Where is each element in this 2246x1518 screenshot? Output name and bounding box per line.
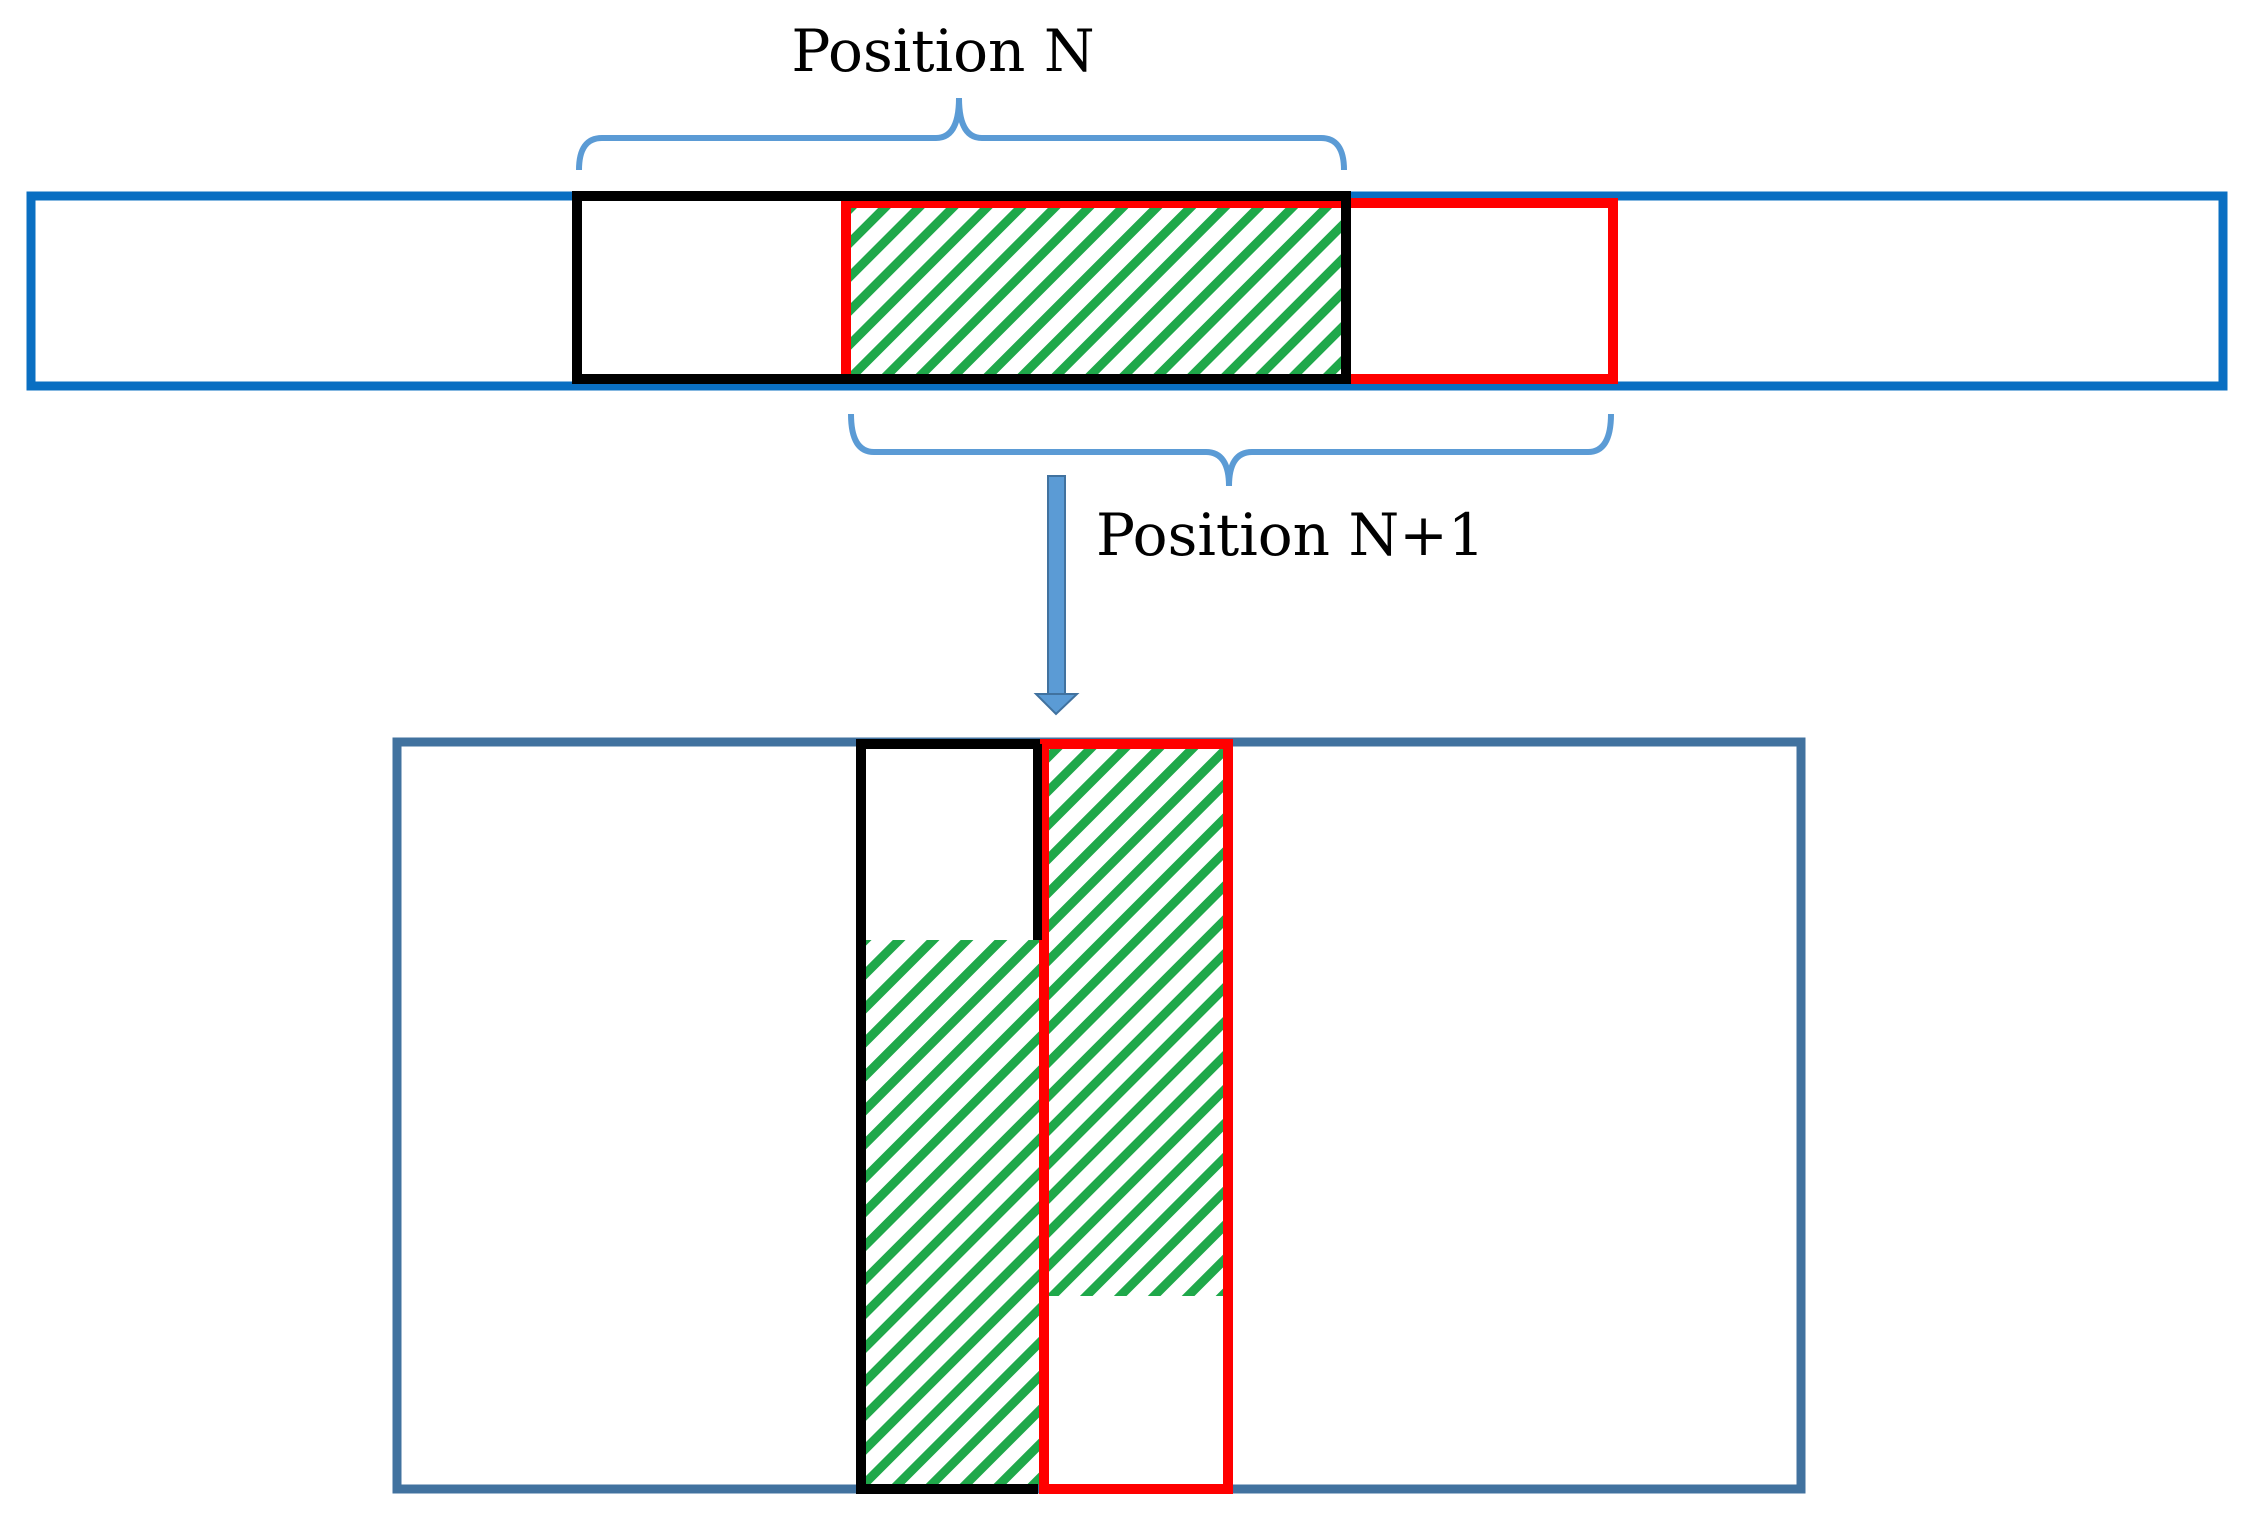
bottom-window-position-n-plus-1 [1039, 739, 1233, 1494]
label-position-n: Position N [791, 17, 1094, 85]
down-arrow-icon [1033, 475, 1080, 716]
bottom-hatch-position-n [861, 940, 1042, 1485]
bottom-hatch-position-n-plus-1 [1046, 746, 1230, 1296]
top-window-position-n [572, 191, 1351, 384]
top-overlap-hatch [846, 203, 1346, 379]
brace-position-n [576, 97, 1347, 171]
label-position-n-plus-1: Position N+1 [1096, 501, 1485, 569]
brace-position-n-plus-1 [848, 413, 1614, 487]
